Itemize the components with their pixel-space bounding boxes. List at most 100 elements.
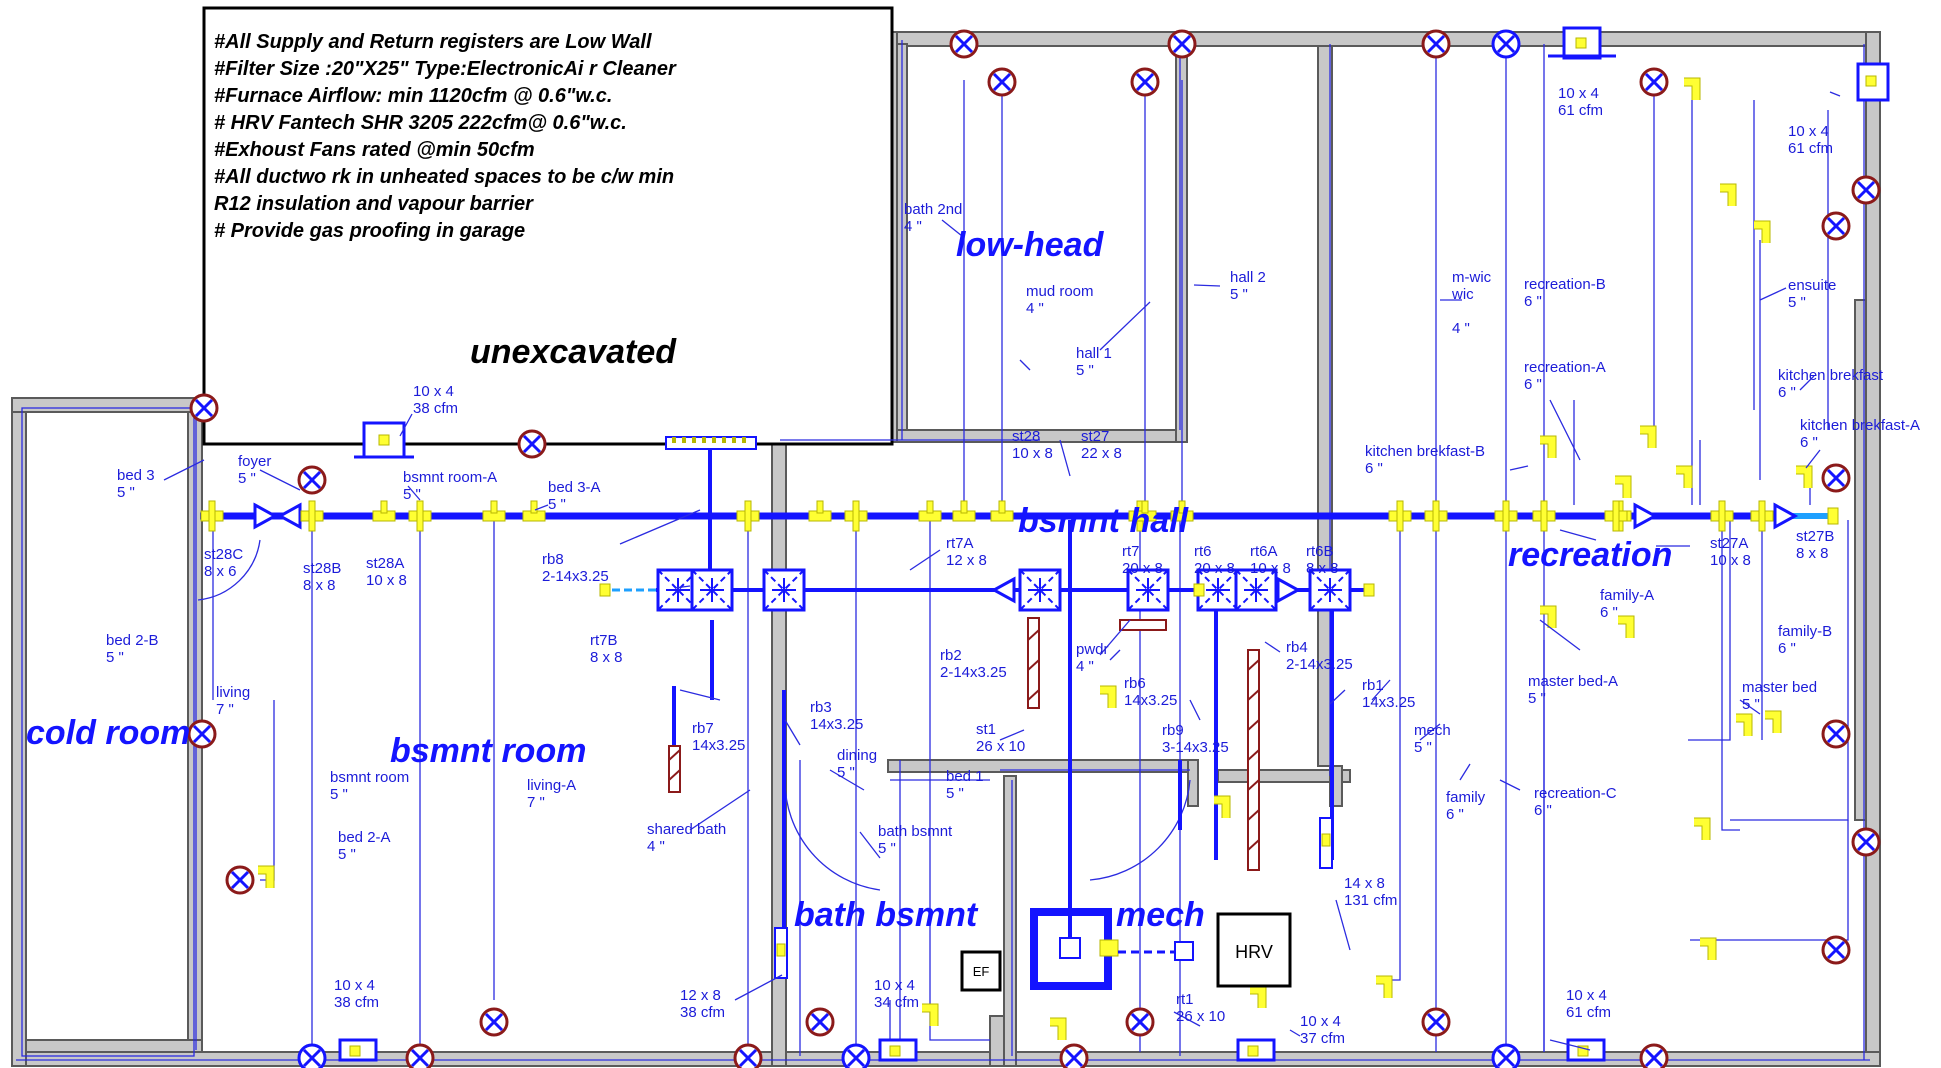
duct-label-size: 10 x 8 (1250, 560, 1291, 577)
duct-label-name: bed 1 (946, 768, 984, 785)
duct-label-size: 8 x 8 (303, 577, 336, 594)
duct-label-name: living-A (527, 777, 576, 794)
duct-label-size: 37 cfm (1300, 1030, 1345, 1047)
duct-label-name: rb6 (1124, 675, 1146, 692)
duct-label-size: 5 " (946, 785, 964, 802)
duct-label-name: bsmnt room (330, 769, 409, 786)
duct-label-name: m-wic (1452, 269, 1492, 286)
duct-label-size: 2-14x3.25 (542, 568, 609, 585)
duct-label-name: mud room (1026, 283, 1094, 300)
duct-label-name: st28 (1012, 428, 1040, 445)
duct-label-name: bed 3 (117, 467, 155, 484)
duct-label-name: st27 (1081, 428, 1109, 445)
room-bsmnt-hall: bsmnt hall (1018, 502, 1190, 540)
duct-label-name: rt7 (1122, 543, 1140, 560)
return-grilles (668, 617, 1333, 979)
duct-label-name: rb8 (542, 551, 564, 568)
duct-label-name: st27A (1710, 535, 1748, 552)
duct-label-name: 10 x 4 (1558, 85, 1599, 102)
duct-label-size: 38 cfm (680, 1004, 725, 1021)
branch-lines (212, 44, 1849, 1052)
duct-label-size: 4 " (904, 218, 922, 235)
room-names: cold room bsmnt room low-head bsmnt hall… (26, 226, 1672, 934)
duct-label-size: 22 x 8 (1081, 445, 1122, 462)
duct-label-name: 10 x 4 (1300, 1013, 1341, 1030)
duct-label-name: rb4 (1286, 639, 1308, 656)
duct-label-size: 6 " (1800, 434, 1818, 451)
duct-label-name: family-A (1600, 587, 1654, 604)
note-line: #Furnace Airflow: min 1120cfm @ 0.6"w.c. (214, 85, 612, 107)
ef-label: EF (973, 964, 990, 979)
return-ducts (599, 436, 1375, 990)
note-line: # Provide gas proofing in garage (214, 220, 525, 242)
duct-label-size: 26 x 10 (976, 738, 1025, 755)
duct-label-size: 20 x 8 (1194, 560, 1235, 577)
duct-label-size: 8 x 8 (590, 649, 623, 666)
duct-label-name: kitchen brekfast-A (1800, 417, 1920, 434)
room-bsmnt-room: bsmnt room (390, 732, 586, 770)
duct-label-size: 6 " (1600, 604, 1618, 621)
duct-label-name: rt6 (1194, 543, 1212, 560)
duct-label-name: st27B (1796, 528, 1834, 545)
duct-label-name: hall 2 (1230, 269, 1266, 286)
duct-label-size: 131 cfm (1344, 892, 1397, 909)
duct-label-size: 5 " (1528, 690, 1546, 707)
duct-label-name: rb7 (692, 720, 714, 737)
duct-label-name: 10 x 4 (1566, 987, 1607, 1004)
duct-label-name: shared bath (647, 821, 726, 838)
leader-lines (163, 91, 1841, 1051)
duct-label-size: 5 " (837, 764, 855, 781)
note-line: #All Supply and Return registers are Low… (214, 31, 652, 53)
duct-label-size: 5 " (1076, 362, 1094, 379)
duct-label-name: family-B (1778, 623, 1832, 640)
duct-label-size: 6 " (1524, 376, 1542, 393)
duct-label-size: 5 " (106, 649, 124, 666)
duct-label-name: master bed (1742, 679, 1817, 696)
duct-label-size: 5 " (1414, 739, 1432, 756)
duct-label-name: st28B (303, 560, 341, 577)
duct-label-size: 5 " (117, 484, 135, 501)
duct-label-size: 4 " (1452, 320, 1470, 337)
duct-label-name: rt6B (1306, 543, 1334, 560)
room-mech: mech (1116, 896, 1205, 934)
duct-label-name: bath bsmnt (878, 823, 953, 840)
duct-label-size: 14x3.25 (1124, 692, 1177, 709)
duct-label-size: 20 x 8 (1122, 560, 1163, 577)
room-bath-bsmnt: bath bsmnt (794, 896, 979, 934)
duct-label-name: foyer (238, 453, 271, 470)
duct-label-name: 10 x 4 (334, 977, 375, 994)
duct-label-size: 8 x 8 (1306, 560, 1339, 577)
unexcavated-label: unexcavated (470, 333, 677, 371)
duct-label-name: rt1 (1176, 991, 1194, 1008)
duct-label-name: recreation-A (1524, 359, 1606, 376)
duct-label-size: 6 " (1534, 802, 1552, 819)
